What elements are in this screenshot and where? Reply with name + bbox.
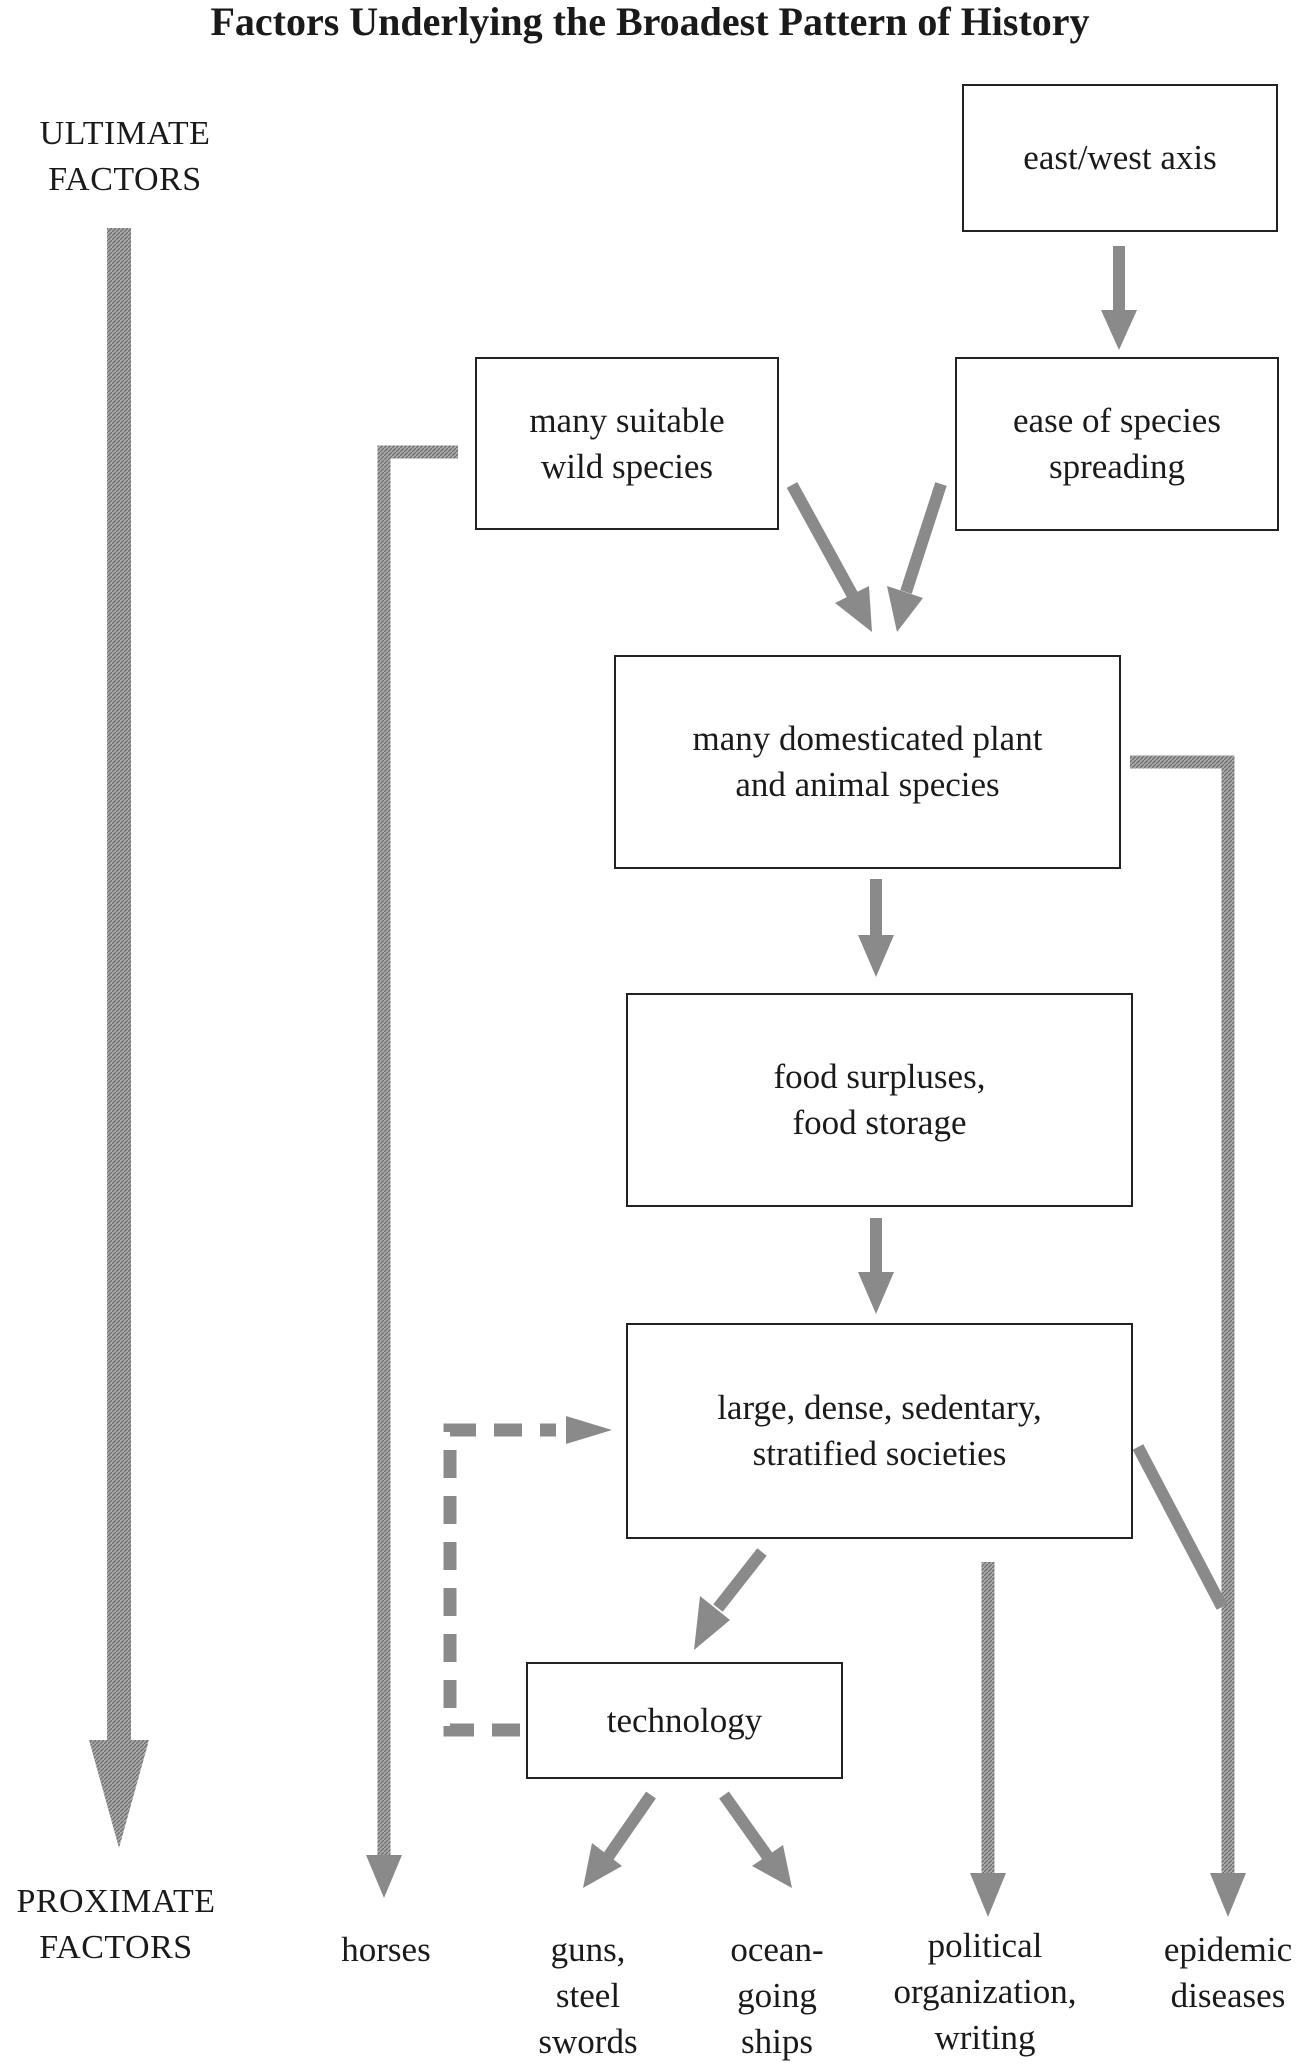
outcome-guns-steel-swords: guns, steel swords (538, 1930, 638, 2061)
outcome-horses: horses (341, 1930, 431, 1969)
spreading-to-domesticated-arrow (887, 482, 947, 632)
node-technology: technology (526, 1662, 843, 1779)
proximate-factors-label: PROXIMATE FACTORS (16, 1883, 216, 1966)
axis-to-spreading-arrow (1101, 246, 1137, 350)
node-food-surpluses: food surpluses, food storage (626, 993, 1133, 1207)
wild-species-to-domesticated-arrow (786, 482, 872, 632)
societies-to-diseases-line (1132, 1444, 1228, 1610)
technology-to-ships-arrow (719, 1791, 792, 1888)
domesticated-to-food-arrow (858, 879, 894, 977)
node-societies: large, dense, sedentary, stratified soci… (626, 1323, 1133, 1539)
technology-feedback-arrow (443, 1416, 612, 1737)
ultimate-factors-label: ULTIMATE FACTORS (39, 115, 211, 198)
technology-to-guns-arrow (583, 1791, 656, 1888)
ultimate-to-proximate-arrow (89, 228, 149, 1848)
societies-to-political-arrow (970, 1562, 1006, 1917)
node-wild-species: many suitable wild species (475, 357, 779, 530)
node-domesticated-species: many domesticated plant and animal speci… (614, 655, 1121, 869)
societies-to-technology-arrow (694, 1548, 767, 1650)
outcome-ocean-going-ships: ocean- going ships (730, 1930, 824, 2061)
food-to-societies-arrow (858, 1218, 894, 1314)
wild-species-to-horses-arrow (366, 445, 458, 1898)
domesticated-to-diseases-arrow (1130, 755, 1246, 1917)
outcome-epidemic-diseases: epidemic diseases (1163, 1930, 1293, 2015)
diagram-title: Factors Underlying the Broadest Pattern … (210, 0, 1090, 44)
outcome-political-organization-writing: political organization, writing (893, 1926, 1077, 2057)
node-east-west-axis: east/west axis (962, 84, 1278, 232)
node-species-spreading: ease of species spreading (955, 357, 1279, 531)
